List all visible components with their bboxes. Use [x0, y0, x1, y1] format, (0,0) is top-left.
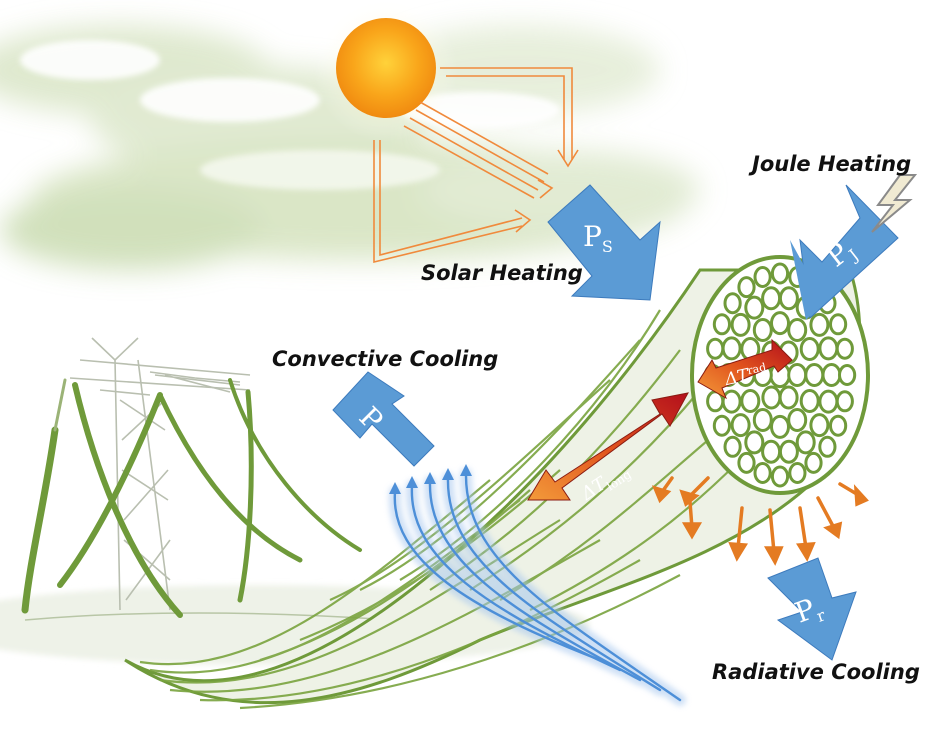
strand [778, 286, 799, 311]
strand [761, 439, 782, 464]
strand [761, 385, 782, 410]
strand [804, 363, 825, 387]
conductor-cable [124, 255, 870, 710]
convective-cooling-label: Convective Cooling [272, 347, 499, 371]
strand [740, 389, 761, 413]
strand [752, 408, 773, 432]
strand [770, 414, 790, 439]
strand [770, 262, 790, 285]
strand [744, 295, 765, 320]
strand [821, 363, 842, 387]
solar-power-symbol: PS [583, 220, 613, 256]
strand [799, 337, 820, 361]
strand [804, 451, 823, 474]
strand [723, 435, 742, 458]
strand [829, 313, 848, 336]
strand [787, 408, 808, 432]
strand [761, 286, 782, 311]
strand [770, 465, 790, 488]
strand [744, 430, 765, 455]
strand [723, 292, 742, 315]
transmission-tower-icon [69, 337, 251, 611]
strand [799, 389, 820, 413]
strand [818, 389, 839, 414]
strand [753, 462, 772, 484]
radiative-cooling-arrow: Pr [767, 557, 857, 661]
strand [838, 364, 857, 386]
strand [752, 318, 773, 342]
radiation-rays [651, 476, 869, 566]
radial-temperature-gradient-arrow: ΔTrad [697, 338, 793, 400]
strand [712, 313, 732, 336]
power-lines [21, 378, 362, 618]
strand [706, 337, 725, 360]
strand [818, 336, 839, 361]
strand [835, 337, 854, 360]
strand-cross-section [703, 262, 857, 488]
strand [730, 312, 751, 337]
strand [712, 414, 732, 437]
strand [795, 430, 816, 455]
strand [809, 312, 830, 337]
strand [788, 462, 807, 484]
joule-heating-arrow: PJ [790, 184, 899, 320]
strand [809, 413, 830, 438]
strand [835, 390, 854, 413]
lightning-bolt-icon [871, 174, 918, 233]
solar-heating-arrow: PS [547, 184, 661, 301]
strand [737, 276, 756, 299]
strand [721, 389, 742, 414]
strand [787, 363, 808, 387]
strand [753, 266, 772, 288]
delta-t-rad-symbol: ΔTrad [722, 361, 769, 391]
strand [787, 318, 808, 342]
convection-air-flow [388, 464, 686, 706]
cloud-highlights [20, 40, 560, 190]
strand [770, 311, 790, 336]
strand [818, 435, 837, 458]
sun-rays [373, 67, 579, 264]
sun-icon [314, 0, 458, 142]
strand [721, 336, 742, 361]
radiative-cooling-label: Radiative Cooling [712, 660, 920, 684]
solar-heating-label: Solar Heating [421, 261, 583, 285]
strand [778, 439, 799, 464]
strand [730, 413, 751, 438]
strand [829, 414, 848, 437]
strand [778, 385, 799, 410]
joule-heating-label: Joule Heating [752, 152, 912, 176]
strand [737, 451, 756, 474]
